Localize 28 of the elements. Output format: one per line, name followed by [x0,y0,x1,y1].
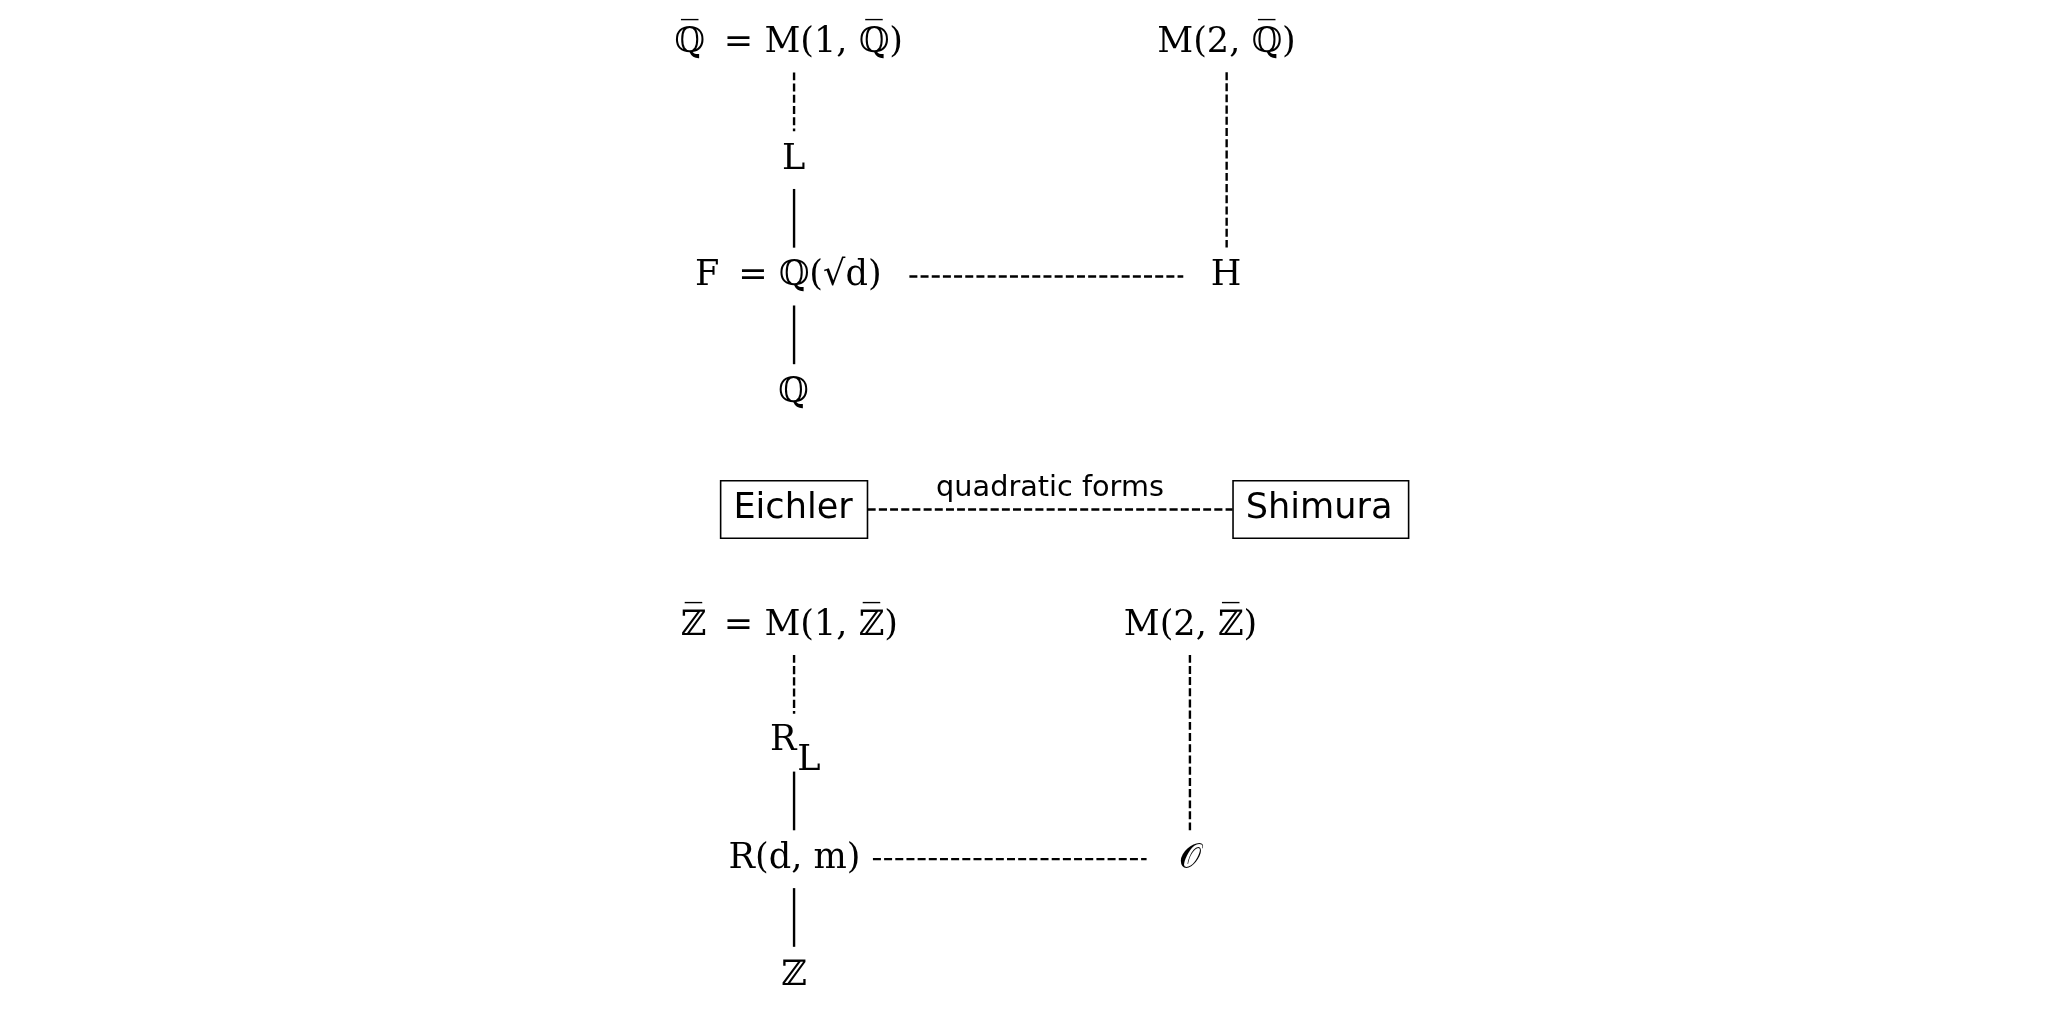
node-text: H [1210,252,1242,294]
edge-label: quadratic forms [936,468,1164,503]
node-text: R(d, m) [728,835,861,877]
node-label: = M(1, ℚ̅) [723,19,903,61]
connector [792,305,796,365]
connector [792,72,796,132]
connector [867,508,1233,511]
node-box: Eichler [719,479,869,540]
node-text: ℤ̅ [680,601,707,643]
node-text: ℤ [781,951,807,993]
connector [792,188,796,248]
connector [1188,654,1192,831]
node-text: M(2, ℚ̅) [1157,19,1296,61]
node-text: F [695,252,720,294]
node-text: ℚ [778,368,809,410]
node-text: ℚ̅ [674,19,705,61]
connector [792,771,796,831]
node-text: L [782,135,806,177]
connector [792,888,796,947]
node-box: Shimura [1232,479,1410,540]
connector [792,655,796,714]
connector [1225,72,1228,248]
node-text: 𝒪 [1178,835,1201,877]
connector [872,857,1147,861]
connector [909,275,1184,278]
node-label: = M(1, ℤ̅) [723,601,899,643]
node-label: = ℚ(√d) [738,252,882,294]
node-text: M(2, ℤ̅) [1123,601,1258,643]
